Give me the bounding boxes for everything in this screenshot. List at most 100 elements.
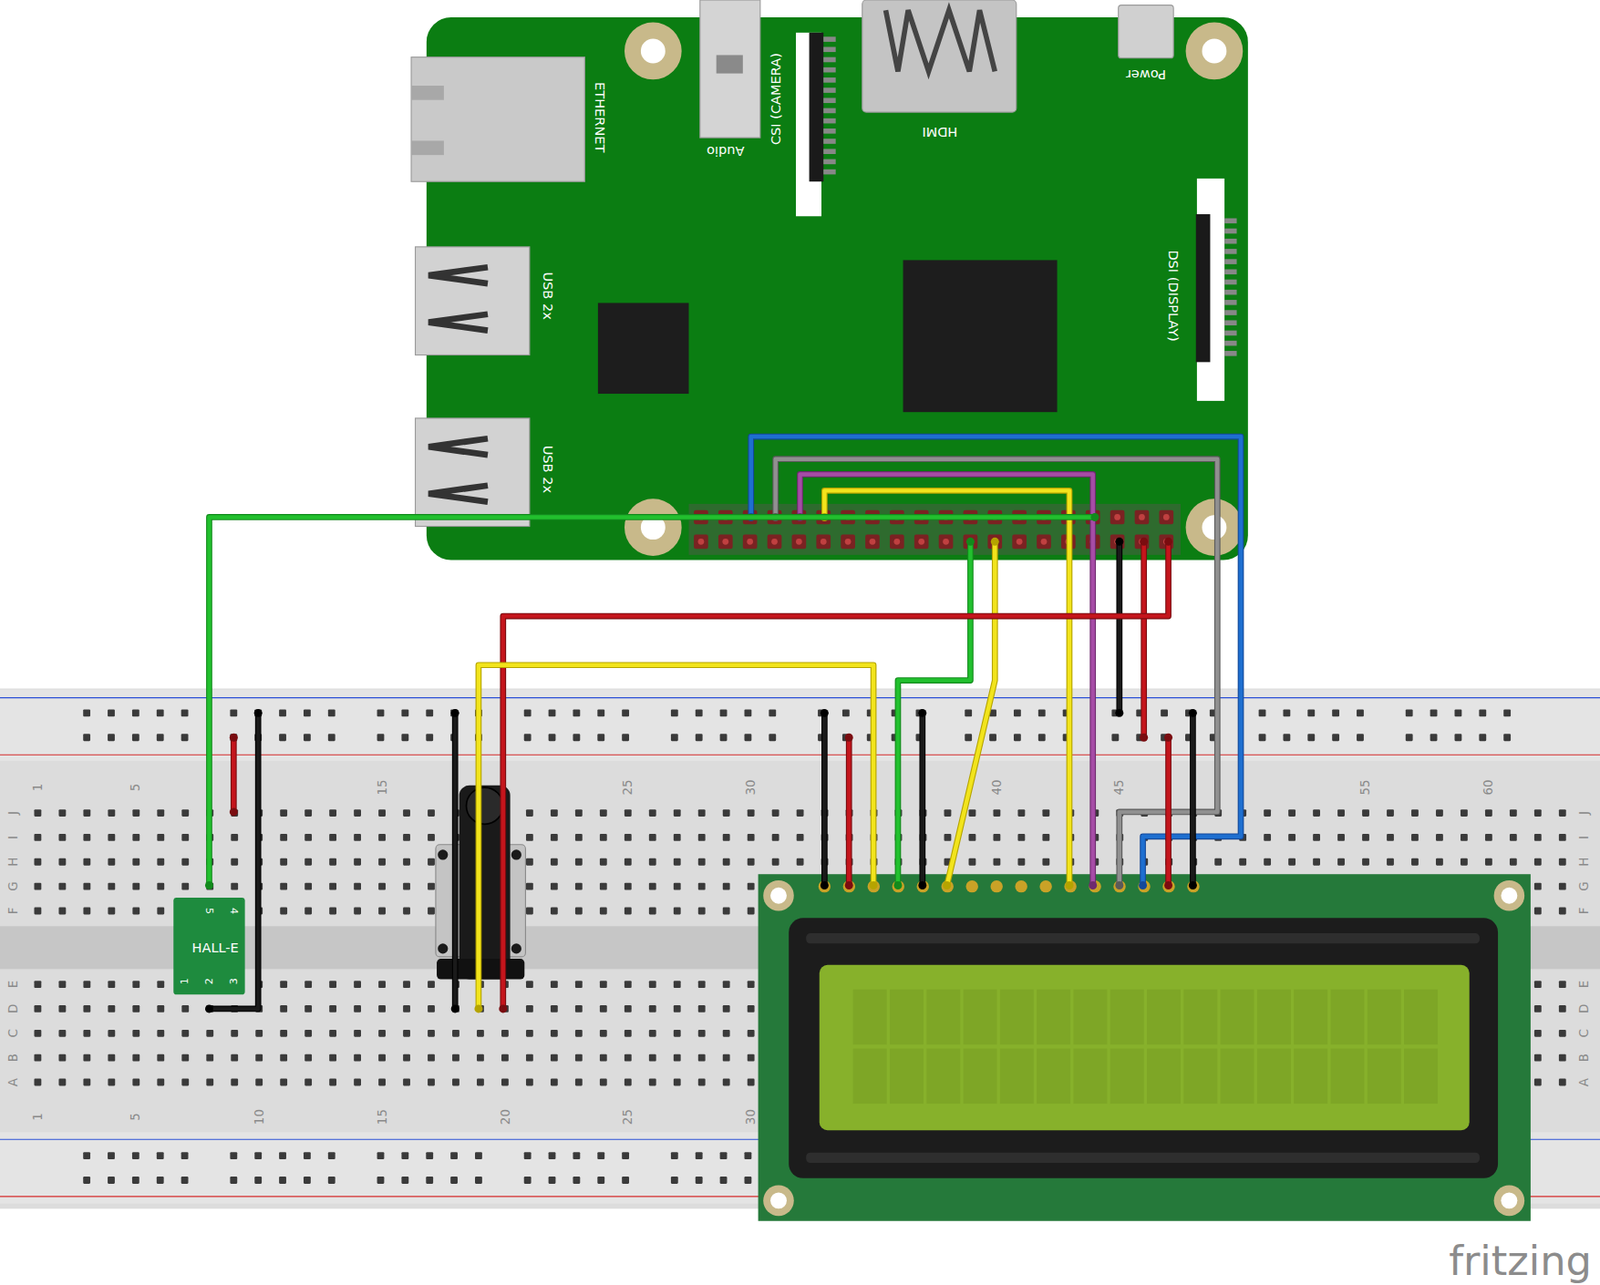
breadboard-hole xyxy=(156,1030,165,1038)
breadboard-hole xyxy=(353,980,362,989)
gpio-header xyxy=(689,504,1181,556)
rail-hole xyxy=(229,733,238,742)
breadboard-index: I xyxy=(7,836,20,840)
wire-outline xyxy=(230,737,238,813)
breadboard-hole xyxy=(427,980,435,989)
breadboard-hole xyxy=(673,1079,682,1087)
wire-outline xyxy=(751,436,1241,886)
breadboard-hole xyxy=(329,809,337,817)
wire xyxy=(1117,541,1122,713)
breadboard-hole xyxy=(624,834,632,842)
breadboard-hole xyxy=(599,809,608,817)
breadboard-hole xyxy=(599,1079,608,1087)
mounting-hole-center xyxy=(770,1192,787,1209)
breadboard-hole xyxy=(992,809,1001,817)
breadboard-hole xyxy=(526,1079,534,1087)
rail-hole xyxy=(450,1152,458,1160)
breadboard-hole xyxy=(649,858,657,867)
breadboard-hole xyxy=(944,809,952,817)
breadboard-hole xyxy=(944,834,952,842)
wire-end xyxy=(942,881,951,890)
breadboard-index: 60 xyxy=(1482,780,1495,796)
wire-outline xyxy=(775,459,1219,887)
soc-chip xyxy=(903,259,1058,413)
breadboard-index: 5 xyxy=(129,1113,142,1122)
breadboard-hole xyxy=(575,1079,583,1087)
breadboard-hole xyxy=(624,980,632,989)
breadboard-hole xyxy=(402,883,411,891)
wire xyxy=(822,712,826,886)
wire-end xyxy=(1114,881,1124,890)
usb-port xyxy=(415,418,530,527)
breadboard-hole xyxy=(353,883,362,891)
breadboard-hole xyxy=(107,908,115,916)
header-pin-center xyxy=(1016,538,1023,546)
breadboard-hole xyxy=(1558,1005,1567,1013)
mounting-hole xyxy=(1494,1186,1526,1218)
wire-end xyxy=(229,733,238,743)
header-pin xyxy=(914,534,930,549)
breadboard-hole xyxy=(1558,908,1567,916)
rail-hole xyxy=(156,1152,165,1160)
lcd-cell xyxy=(1403,990,1438,1045)
breadboard-hole xyxy=(673,1030,682,1038)
connector-pin xyxy=(1224,248,1237,255)
wire-end xyxy=(1164,733,1173,743)
rail-hole xyxy=(1503,733,1511,742)
breadboard-hole xyxy=(132,858,140,867)
breadboard-hole xyxy=(649,1005,657,1013)
breadboard-hole xyxy=(673,834,682,842)
breadboard-hole xyxy=(1534,1030,1542,1038)
hall-sensor: HALL-E54123 xyxy=(173,898,245,995)
wire-end xyxy=(990,537,1000,547)
rail-hole xyxy=(474,1152,483,1160)
mounting-hole xyxy=(763,880,795,912)
breadboard-hole xyxy=(1386,809,1394,817)
breadboard-hole xyxy=(698,1054,706,1063)
sensor-label: 2 xyxy=(204,978,215,985)
breadboard-hole xyxy=(132,809,140,817)
rail-hole xyxy=(229,1152,238,1160)
mounting-hole xyxy=(624,22,682,81)
lcd-cell xyxy=(963,1049,998,1105)
breadboard-hole xyxy=(1288,809,1296,817)
wire-end xyxy=(229,807,238,816)
lcd-cell xyxy=(889,1049,924,1105)
rail-hole xyxy=(132,1176,140,1185)
rail-hole xyxy=(670,1176,679,1185)
wire-end xyxy=(1114,709,1124,718)
rail-hole xyxy=(132,709,140,717)
lcd-pin xyxy=(917,880,930,893)
rail-hole xyxy=(132,733,140,742)
connector-pin xyxy=(823,67,836,73)
rail-hole xyxy=(156,733,165,742)
breadboard-hole xyxy=(304,858,312,867)
breadboard-hole xyxy=(1534,834,1542,842)
breadboard-hole xyxy=(624,809,632,817)
lcd-frame-line xyxy=(805,1153,1480,1164)
breadboard-hole xyxy=(58,1030,66,1038)
rail-hole xyxy=(670,733,679,742)
breadboard-hole xyxy=(353,1030,362,1038)
rail-hole xyxy=(1013,709,1022,717)
breadboard-hole xyxy=(329,883,337,891)
breadboard-hole xyxy=(82,1005,91,1013)
usb-slot xyxy=(428,485,488,503)
header-pin-center xyxy=(771,538,778,546)
breadboard-hole xyxy=(230,1079,238,1087)
rail-hole xyxy=(695,709,703,717)
header-pin xyxy=(743,534,758,549)
wire-end xyxy=(451,1004,460,1013)
wire-outline xyxy=(947,541,996,886)
breadboard-hole xyxy=(452,1030,460,1038)
wire-end xyxy=(205,881,214,890)
rail-hole xyxy=(254,1176,262,1185)
wire xyxy=(1190,712,1195,886)
breadboard-hole xyxy=(304,1030,312,1038)
rail-hole xyxy=(744,733,753,742)
breadboard-hole xyxy=(1558,834,1567,842)
mounting-hole xyxy=(1186,22,1244,81)
breadboard-hole xyxy=(33,883,42,891)
header-pin xyxy=(1110,510,1126,526)
breadboard-hole xyxy=(575,980,583,989)
